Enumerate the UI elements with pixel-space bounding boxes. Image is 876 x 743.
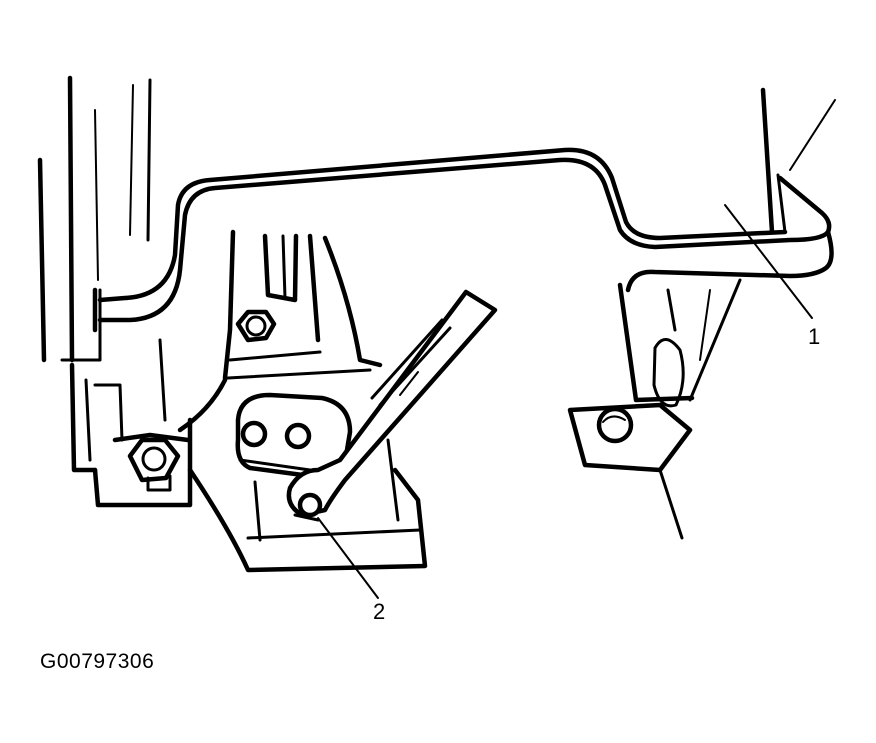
left-bolt-assembly [92,338,193,508]
callout-leader-2 [317,517,379,599]
wrench-tool [286,289,498,522]
callout-label-1: 1 [808,324,821,349]
callout-leader-1 [724,204,813,319]
figure-id: G00797306 [40,650,155,673]
callout-label-2: 2 [373,599,386,624]
center-mount [177,229,428,573]
mounting-bracket [92,87,836,333]
left-body-panel [37,75,152,473]
bracket-foot [567,278,742,540]
